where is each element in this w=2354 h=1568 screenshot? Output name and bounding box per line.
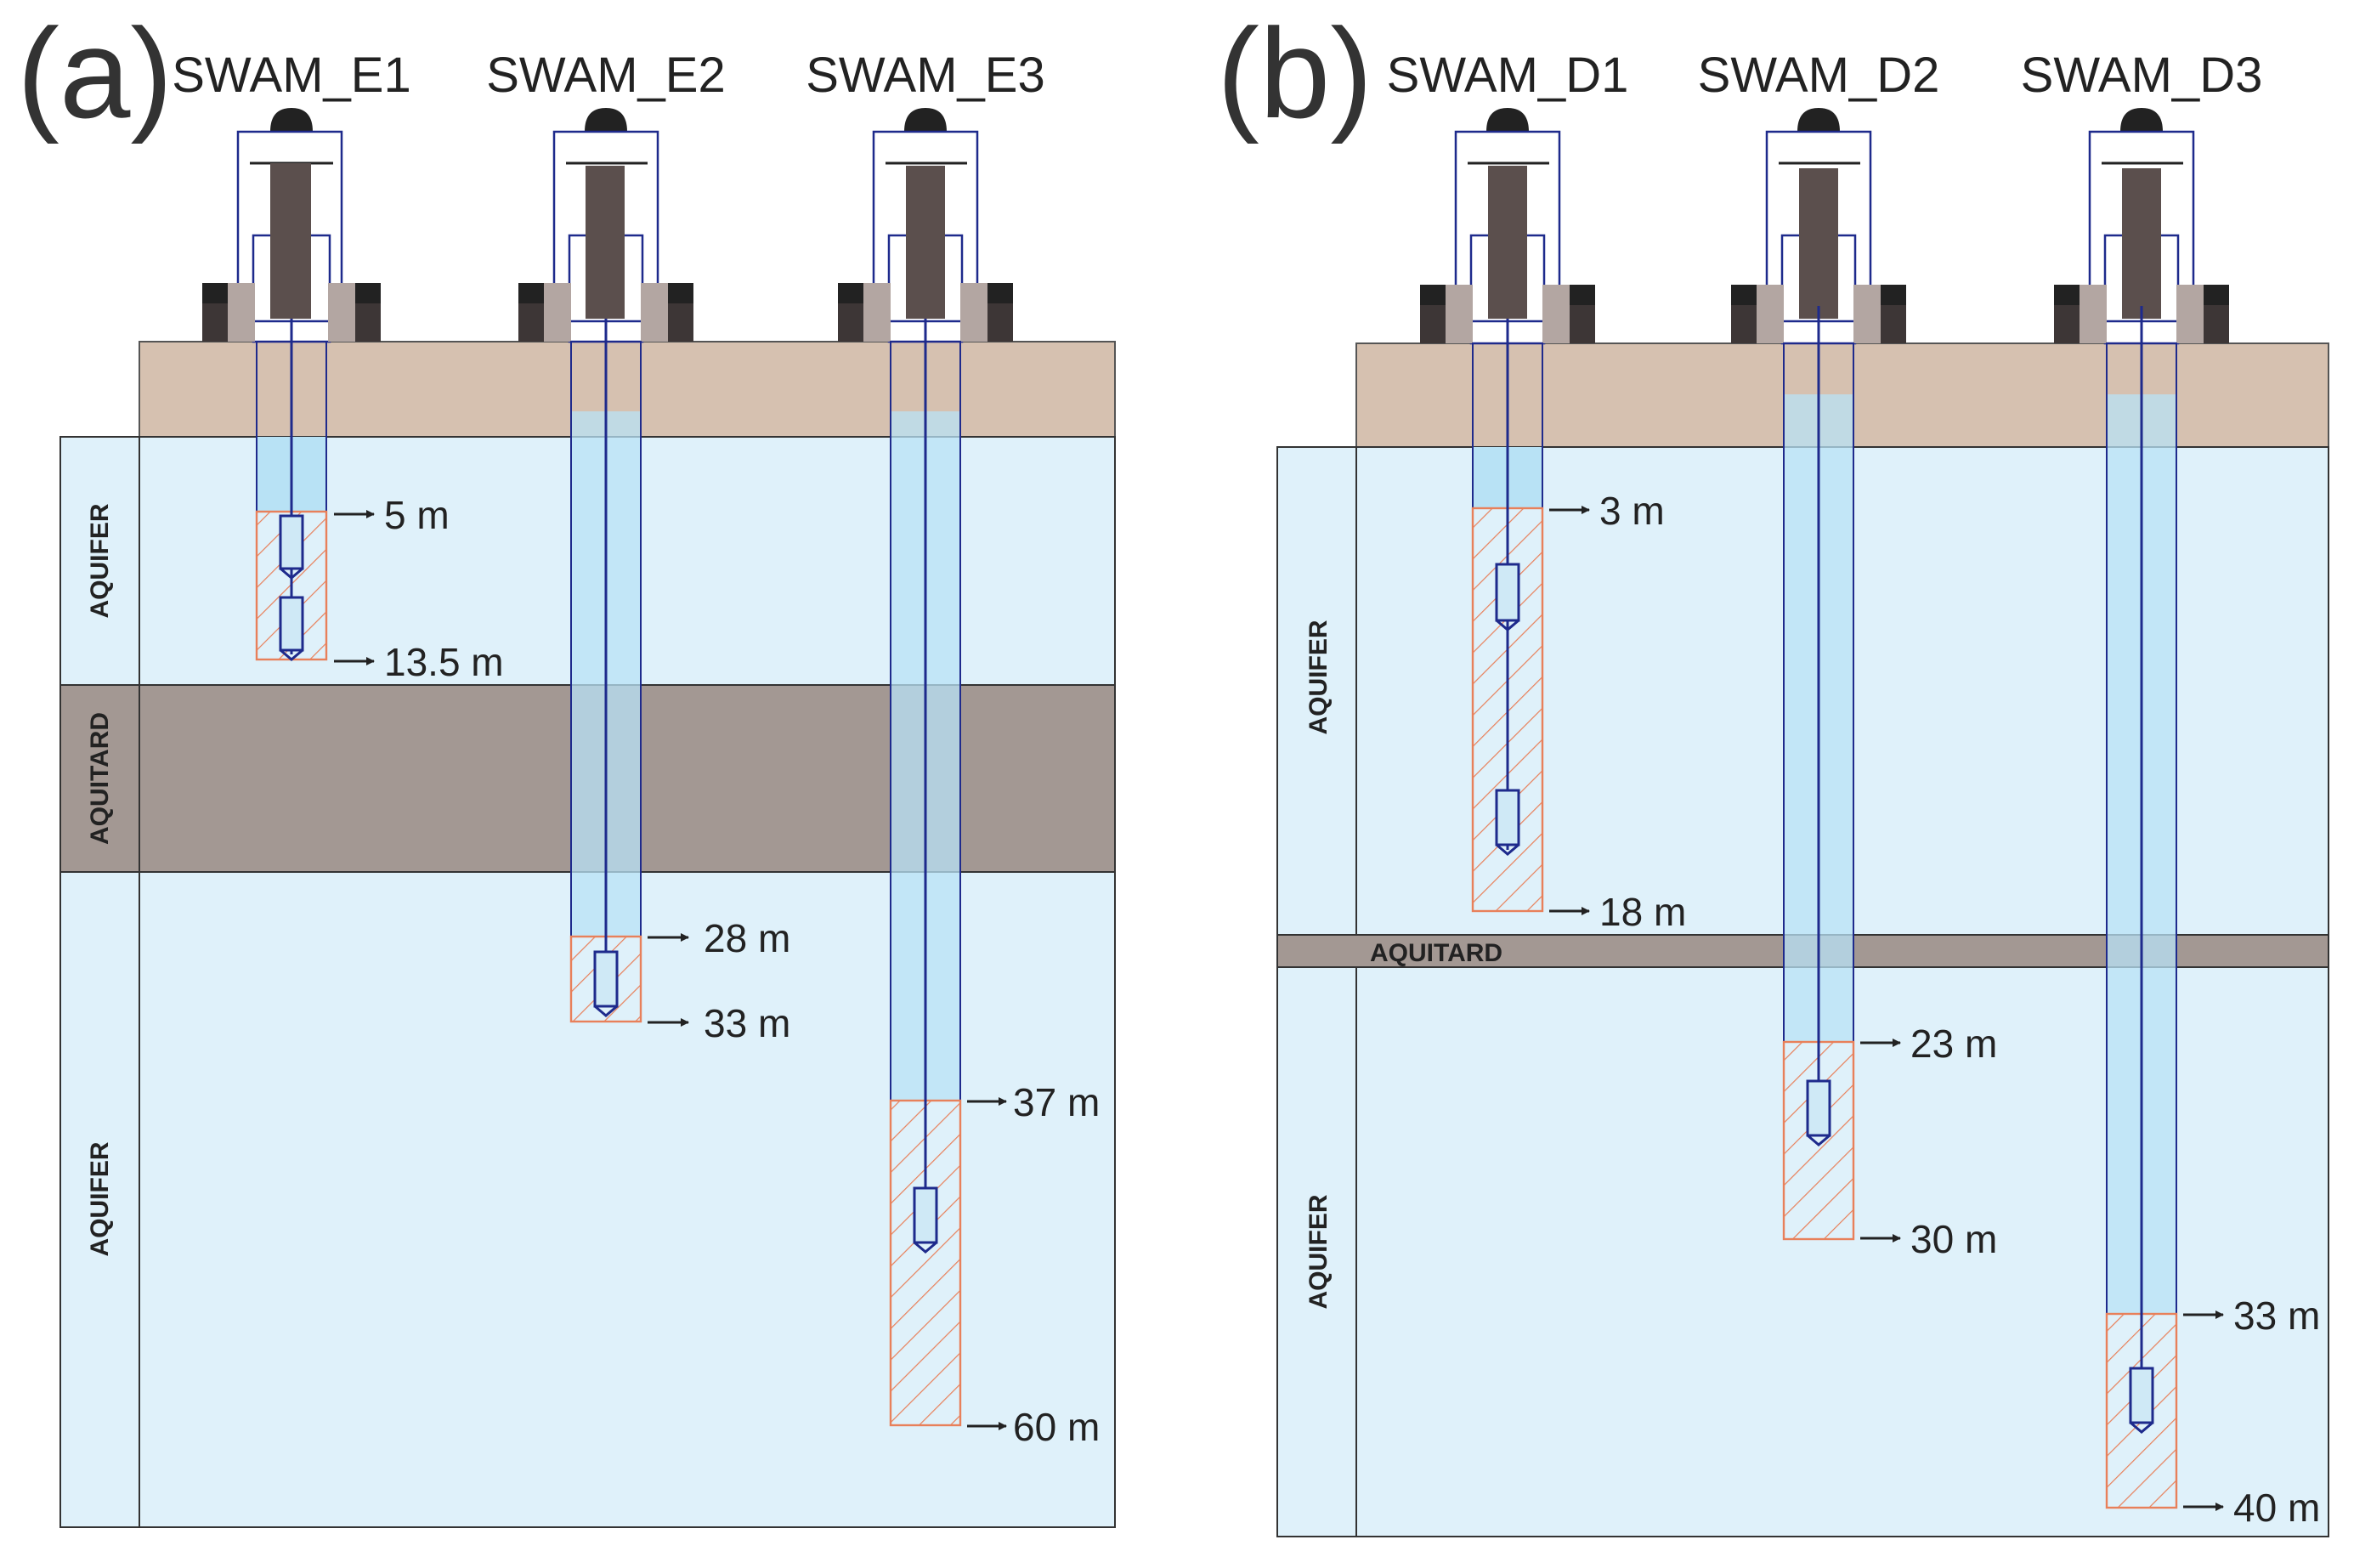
depth-label-bottom: 18 m	[1599, 890, 1686, 934]
layer-label-aquifer-lower: AQUIFER	[1304, 1194, 1333, 1309]
depth-label-top: 5 m	[384, 493, 450, 537]
logger-body	[270, 163, 311, 319]
well-swam-e1: SWAM_E1	[172, 48, 503, 684]
well-swam-d1: SWAM_D1	[1387, 48, 1687, 934]
well-swam-e3: SWAM_E3 37 m	[806, 48, 1100, 1449]
pressure-sensor	[2129, 1367, 2154, 1434]
layer-label-aquifer-upper: AQUIFER	[1304, 620, 1333, 734]
pressure-sensor	[279, 596, 304, 661]
depth-label-top: 28 m	[704, 916, 790, 960]
depth-label-top: 33 m	[2233, 1293, 2320, 1338]
well-swam-e2: SWAM_E2 28 m	[486, 48, 790, 1045]
well-swam-d2: SWAM_D2 23 m	[1698, 48, 1998, 1261]
well-swam-d3: SWAM_D3 33 m	[2021, 48, 2321, 1530]
panel-letter: (b)	[1217, 2, 1372, 144]
wellhead	[838, 108, 1013, 343]
wellhead	[518, 108, 693, 343]
well-name: SWAM_E1	[172, 48, 410, 103]
depth-label-bottom: 33 m	[704, 1001, 790, 1045]
wellhead	[1731, 108, 1906, 345]
well-name: SWAM_E2	[486, 48, 725, 103]
layer-label-aquitard: AQUITARD	[86, 712, 114, 845]
well-name: SWAM_D2	[1698, 48, 1940, 103]
depth-label-top: 3 m	[1599, 489, 1665, 533]
depth-label-top: 37 m	[1013, 1080, 1100, 1124]
logger-body	[2122, 168, 2161, 319]
pressure-sensor	[593, 950, 619, 1017]
well-name: SWAM_D3	[2021, 48, 2263, 103]
panel-letter: (a)	[17, 2, 173, 144]
pressure-sensor	[913, 1186, 938, 1254]
depth-label-bottom: 60 m	[1013, 1405, 1100, 1449]
layer-label-aquifer-lower: AQUIFER	[86, 1141, 114, 1256]
layer-label-aquitard: AQUITARD	[1370, 939, 1502, 967]
logger-body	[1799, 168, 1838, 319]
pressure-sensor	[1806, 1079, 1831, 1146]
depth-label-bottom: 13.5 m	[384, 640, 504, 684]
pressure-sensor	[279, 514, 304, 580]
panel-b: (b) AQUIFER AQUITARD AQUIFER SWAM_D1	[1217, 2, 2329, 1537]
panel-a: (a) AQUIFER AQUITARD AQUIFER SWAM_E1	[17, 2, 1116, 1528]
logger-body	[906, 166, 945, 319]
pressure-sensor	[1495, 789, 1520, 856]
pressure-sensor	[1495, 563, 1520, 631]
depth-label-bottom: 40 m	[2233, 1486, 2320, 1530]
logger-body	[586, 166, 625, 319]
wellhead	[1420, 108, 1595, 345]
wellhead	[202, 108, 381, 343]
layer-label-aquifer-upper: AQUIFER	[86, 503, 114, 618]
logger-body	[1488, 166, 1527, 319]
well-name: SWAM_D1	[1387, 48, 1629, 103]
depth-label-top: 23 m	[1910, 1022, 1997, 1066]
depth-label-bottom: 30 m	[1910, 1217, 1997, 1261]
well-name: SWAM_E3	[806, 48, 1044, 103]
